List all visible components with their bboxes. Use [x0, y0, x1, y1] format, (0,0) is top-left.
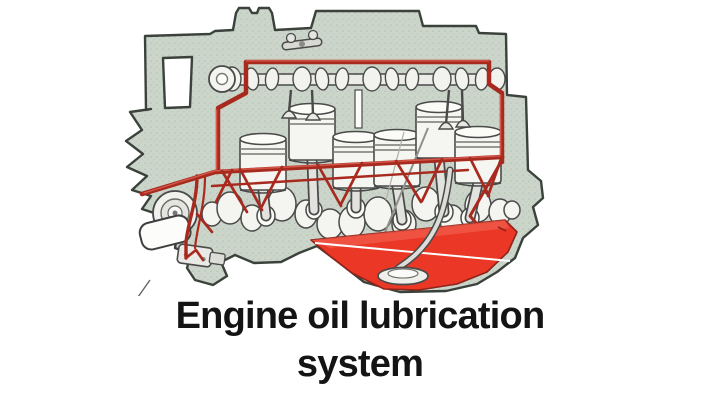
piston — [332, 130, 380, 192]
engine-diagram-svg — [124, 6, 545, 298]
caption: Engine oil lubrication system — [0, 292, 720, 388]
caption-line-1: Engine oil lubrication — [175, 295, 546, 337]
camshaft — [208, 65, 506, 93]
oil-level-line — [314, 242, 511, 262]
piston — [239, 132, 287, 194]
pointer-line — [137, 279, 151, 298]
engine-diagram — [124, 6, 545, 298]
main-oil-gallery — [139, 154, 505, 236]
valve-train — [280, 29, 472, 130]
piston — [415, 100, 463, 162]
oil-pickup — [377, 166, 454, 286]
caption-line-2: system — [296, 343, 424, 385]
oil-feed-lines — [184, 59, 505, 262]
